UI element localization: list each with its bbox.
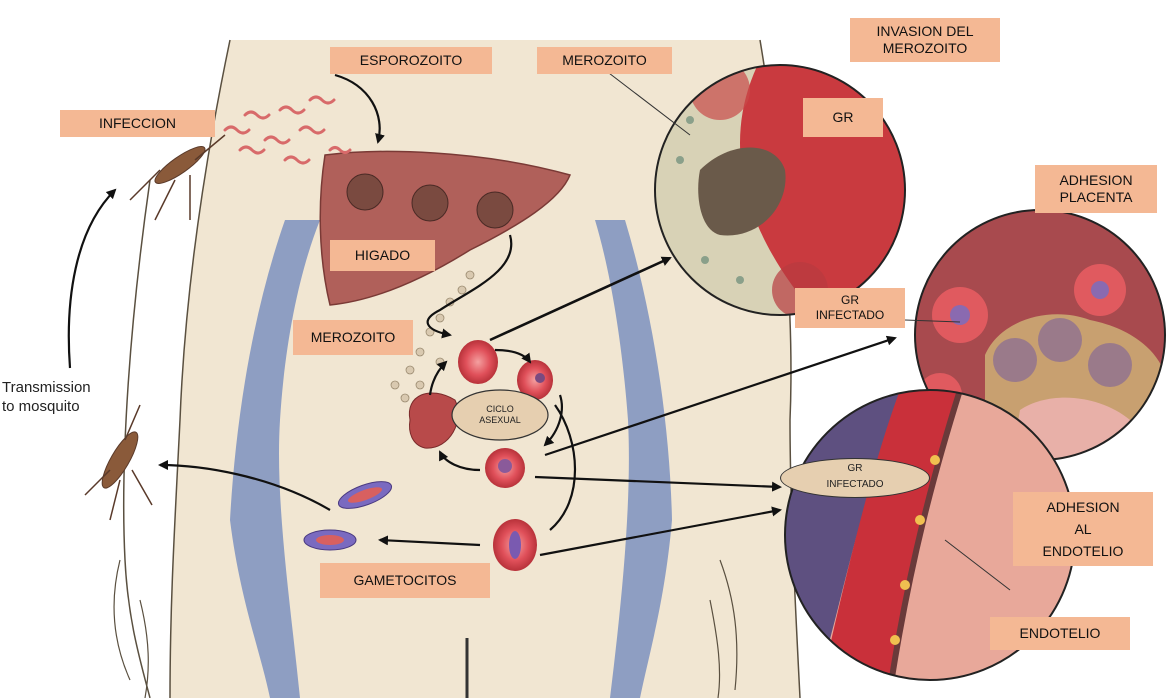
label-ciclo-asexual: CICLO ASEXUAL bbox=[460, 404, 540, 426]
label-merozoito-mid: MEROZOITO bbox=[293, 320, 413, 355]
label-merozoito-top: MEROZOITO bbox=[537, 47, 672, 74]
label-transmission: Transmission to mosquito bbox=[2, 378, 152, 416]
label-esporozoito: ESPOROZOITO bbox=[330, 47, 492, 74]
left-hand bbox=[114, 560, 148, 698]
mosquito-bottom bbox=[85, 405, 152, 520]
label-higado: HIGADO bbox=[330, 240, 435, 271]
label-adhesion-endotelio: ADHESION AL ENDOTELIO bbox=[1013, 492, 1153, 566]
label-infeccion: INFECCION bbox=[60, 110, 215, 137]
label-invasion-merozoito: INVASION DEL MEROZOITO bbox=[850, 18, 1000, 62]
label-gr-infectado-2: GR INFECTADO bbox=[780, 458, 930, 498]
label-endotelio: ENDOTELIO bbox=[990, 617, 1130, 650]
label-gr-infectado-1: GR INFECTADO bbox=[795, 288, 905, 328]
label-gr: GR bbox=[803, 98, 883, 137]
label-gametocitos: GAMETOCITOS bbox=[320, 563, 490, 598]
label-adhesion-placenta: ADHESION PLACENTA bbox=[1035, 165, 1157, 213]
